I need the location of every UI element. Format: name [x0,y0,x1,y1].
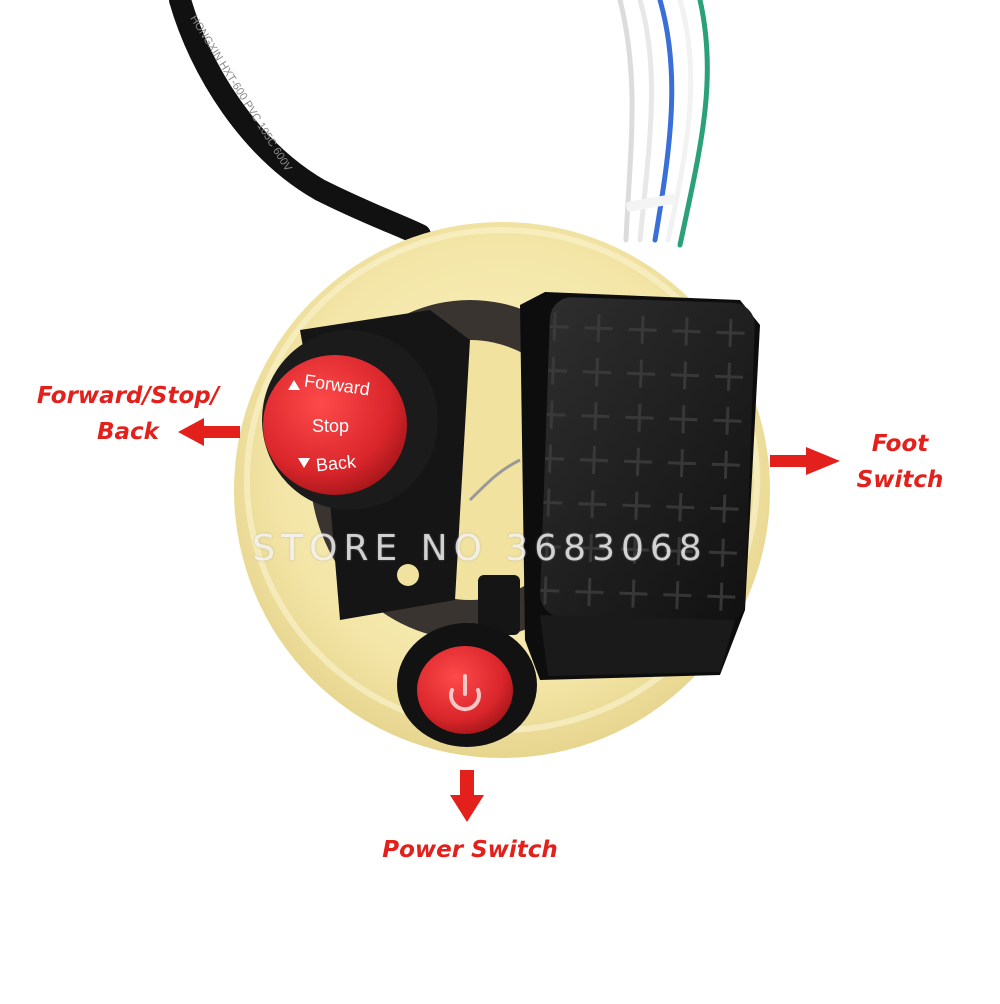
power-icon [449,688,481,712]
cable-tie [625,194,676,212]
arrow-down [450,770,484,822]
cable-print: HONGXIN HXT-600 PVC 105C 600V [187,13,294,174]
back-text: Back [315,451,358,475]
power-switch[interactable] [397,575,537,747]
foot-switch-line2: Switch [856,467,944,493]
foot-switch-line1: Foot [871,431,929,457]
forward-stop-back-line1: Forward/Stop/ [36,383,220,409]
foot-switch-label: Foot Switch [840,426,960,498]
arrow-right [770,447,840,475]
watermark: STORE NO 3683068 [252,528,708,569]
foot-switch-pedal[interactable] [520,292,760,680]
power-switch-label: Power Switch [382,837,558,863]
forward-stop-back-line2: Back [97,419,159,445]
forward-stop-back-switch[interactable]: Forward Stop Back [262,330,438,510]
arrow-left [178,418,240,446]
black-cable [169,0,431,246]
forward-stop-back-label: Forward/Stop/ Back [18,378,238,450]
stop-text: Stop [312,416,349,436]
